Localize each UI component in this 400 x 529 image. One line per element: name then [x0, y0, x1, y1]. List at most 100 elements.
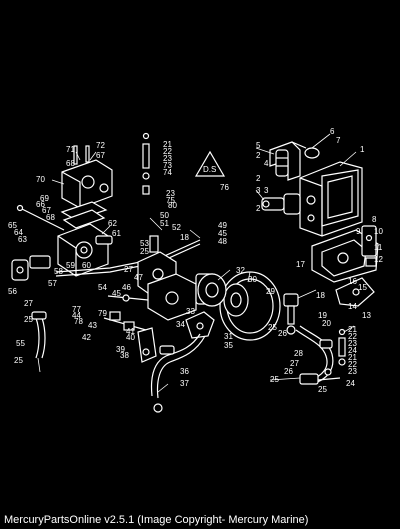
callout-66: 66 — [36, 200, 45, 209]
callout-30: 30 — [248, 275, 257, 284]
callout-62: 62 — [108, 219, 117, 228]
logo-badge-part: D.S — [194, 150, 226, 177]
callout-9: 9 — [356, 227, 361, 236]
throttle-shaft-part — [16, 204, 65, 231]
washer-part — [153, 403, 163, 413]
carburetor-body-part — [57, 223, 113, 277]
callout-2: 2 — [256, 204, 261, 213]
callout-69: 69 — [40, 194, 49, 203]
right-hardware-stack-part — [338, 328, 346, 366]
callout-21: 21 — [163, 140, 172, 149]
callout-19: 19 — [318, 311, 327, 320]
callout-37: 37 — [180, 379, 189, 388]
callout-41: 41 — [126, 327, 135, 336]
callout-3: 3 — [256, 186, 261, 195]
callout-22: 22 — [348, 360, 357, 369]
callout-55: 55 — [16, 339, 25, 348]
callout-74: 74 — [163, 168, 172, 177]
callout-64: 64 — [14, 228, 23, 237]
callout-23: 23 — [348, 339, 357, 348]
callout-42: 42 — [82, 333, 91, 342]
callout-27: 27 — [24, 299, 33, 308]
callout-56: 56 — [8, 287, 17, 296]
reed-bracket-part — [185, 311, 215, 339]
callout-25: 25 — [268, 323, 277, 332]
fitting-cluster-part — [261, 193, 301, 215]
callout-8: 8 — [372, 215, 377, 224]
callout-77: 77 — [72, 305, 81, 314]
callout-73: 73 — [163, 161, 172, 170]
callout-70: 70 — [36, 175, 45, 184]
callout-2: 2 — [256, 174, 261, 183]
pump-gasket-part — [60, 201, 108, 229]
callout-67: 67 — [96, 151, 105, 160]
callout-52: 52 — [172, 223, 181, 232]
callout-45: 45 — [112, 289, 121, 298]
callout-18: 18 — [180, 233, 189, 242]
callout-22: 22 — [348, 332, 357, 341]
callout-47: 47 — [134, 273, 143, 282]
callout-13: 13 — [362, 311, 371, 320]
callout-25: 25 — [24, 315, 33, 324]
callout-10: 10 — [374, 227, 383, 236]
callout-18: 18 — [316, 291, 325, 300]
callout-50: 50 — [160, 211, 169, 220]
throttle-link-part — [103, 294, 149, 331]
callout-24: 24 — [346, 379, 355, 388]
callout-1: 1 — [360, 145, 365, 154]
silencer-housing-part — [299, 161, 363, 237]
bottom-fitting-part — [299, 368, 341, 385]
callout-23: 23 — [348, 367, 357, 376]
badge-text: D.S — [203, 165, 216, 174]
callout-49: 49 — [218, 221, 227, 230]
callout-43: 43 — [88, 321, 97, 330]
callout-22: 22 — [163, 147, 172, 156]
hardware-stack-part — [142, 132, 150, 195]
link-rod-part — [55, 239, 201, 277]
callout-5: 5 — [256, 141, 261, 150]
callout-numbers: 1 2 2 2 3 3 4 5 6 7 8 9 10 11 12 13 14 1… — [8, 127, 383, 394]
callout-31: 31 — [224, 332, 233, 341]
callout-33: 33 — [186, 307, 195, 316]
callout-60: 60 — [82, 261, 91, 270]
parts-exploded-diagram: D.S — [8, 127, 383, 413]
callout-20: 20 — [322, 319, 331, 328]
callout-29: 29 — [266, 287, 275, 296]
callout-46: 46 — [122, 283, 131, 292]
callout-25: 25 — [140, 247, 149, 256]
callout-48: 48 — [218, 237, 227, 246]
callout-53: 53 — [140, 239, 149, 248]
fuel-pump-body-part — [61, 145, 113, 209]
callout-11: 11 — [374, 243, 383, 252]
callout-23: 23 — [166, 189, 175, 198]
mount-bracket-part — [335, 277, 375, 307]
callout-14: 14 — [348, 302, 357, 311]
callout-25: 25 — [270, 375, 279, 384]
callout-79: 79 — [98, 309, 107, 318]
callout-12: 12 — [374, 255, 383, 264]
callout-75: 75 — [166, 196, 175, 205]
fuel-hose-part — [150, 333, 206, 399]
bracket-part — [361, 225, 377, 267]
callout-78: 78 — [74, 317, 83, 326]
callout-76: 76 — [220, 183, 229, 192]
callout-72: 72 — [96, 141, 105, 150]
callout-45: 45 — [218, 229, 227, 238]
right-fuel-line-part — [295, 325, 334, 385]
diagram-drawing: D.S — [8, 127, 383, 413]
callout-80: 80 — [168, 201, 177, 210]
callout-39: 39 — [116, 345, 125, 354]
callout-34: 34 — [176, 320, 185, 329]
pulley-part — [197, 273, 227, 307]
callout-27: 27 — [124, 265, 133, 274]
callout-58: 58 — [54, 267, 63, 276]
callout-44: 44 — [72, 311, 81, 320]
callout-leader-lines — [37, 133, 357, 393]
callout-57: 57 — [48, 279, 57, 288]
callout-4: 4 — [264, 159, 269, 168]
callout-26: 26 — [284, 367, 293, 376]
callout-27: 27 — [290, 359, 299, 368]
callout-17: 17 — [296, 260, 305, 269]
callout-59: 59 — [66, 261, 75, 270]
callout-26: 26 — [278, 329, 287, 338]
